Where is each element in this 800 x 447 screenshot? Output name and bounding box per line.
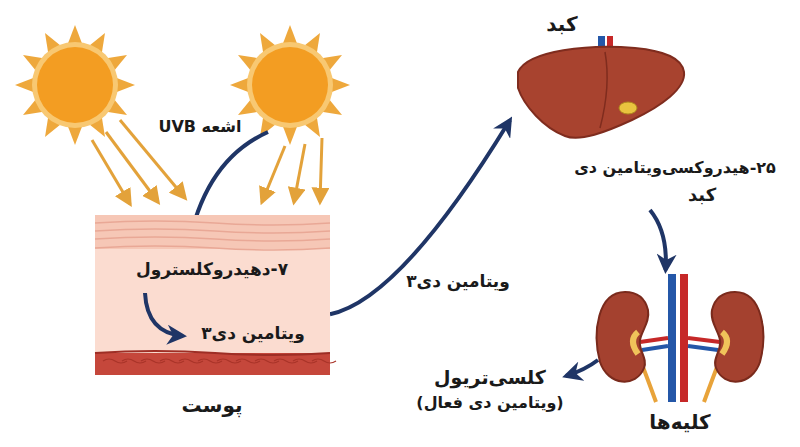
sun: [15, 25, 135, 145]
flow-arrow: [650, 210, 666, 270]
free-label: (ویتامین دی فعال): [416, 393, 563, 413]
liver-illustration: [510, 10, 790, 210]
calcitriol-arrow: [566, 360, 598, 376]
free-label: کلسی‌تریول: [434, 366, 546, 390]
node-text: پوست: [182, 393, 243, 418]
node-text: ویتامین دی۳: [201, 323, 305, 344]
node-text: کبد: [546, 12, 577, 37]
node-text: ۲۵-هیدروکسی‌ویتامین دی: [574, 158, 776, 178]
skin-band: ۷-دهیدروکلسترولویتامین دی۳پوست: [95, 215, 330, 375]
node-text: کلیه‌ها: [649, 410, 710, 435]
kidneys-organ: کلیه‌ها: [590, 270, 770, 445]
node-text: ۷-دهیدروکلسترول: [136, 259, 288, 280]
liver-organ: کبد ۲۵-هیدروکسی‌ویتامین دی کبد: [510, 10, 790, 210]
sun: [230, 25, 350, 145]
skin-layers: [95, 215, 330, 375]
node-text: کبد: [688, 184, 716, 207]
free-label: اشعه UVB: [158, 117, 241, 137]
edge-label: ویتامین دی۳: [403, 271, 513, 292]
